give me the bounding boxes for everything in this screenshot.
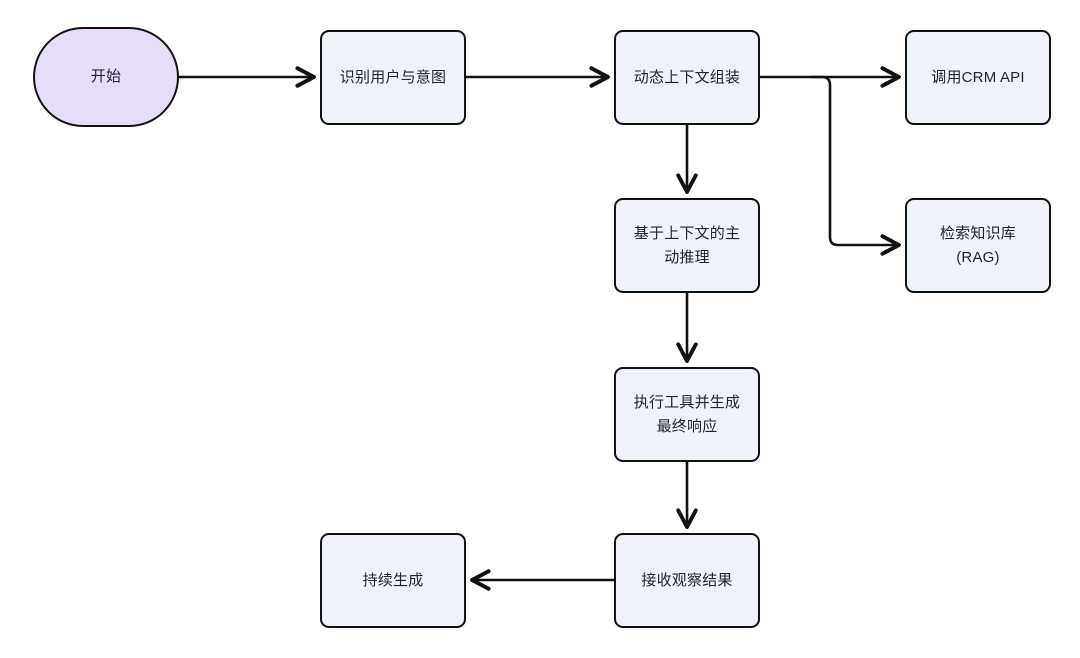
node-call-crm-api-label: 调用CRM API	[931, 68, 1025, 86]
node-start[interactable]: 开始	[33, 27, 179, 127]
node-context-based-reasoning-label: 基于上下文的主 动推理	[633, 225, 741, 266]
node-receive-observation-label: 接收观察结果	[641, 571, 733, 589]
node-context-based-reasoning[interactable]: 基于上下文的主 动推理	[614, 198, 760, 293]
node-retrieve-knowledge-base-rag[interactable]: 检索知识库 (RAG)	[905, 198, 1051, 293]
node-execute-tools-generate-response[interactable]: 执行工具并生成 最终响应	[614, 367, 760, 462]
node-retrieve-knowledge-base-rag-label: 检索知识库 (RAG)	[939, 225, 1016, 266]
node-receive-observation[interactable]: 接收观察结果	[614, 533, 760, 628]
node-identify-user-intent-label: 识别用户与意图	[339, 68, 447, 86]
node-continuous-generation-label: 持续生成	[362, 571, 424, 589]
node-continuous-generation[interactable]: 持续生成	[320, 533, 466, 628]
node-call-crm-api[interactable]: 调用CRM API	[905, 30, 1051, 125]
node-dynamic-context-assembly[interactable]: 动态上下文组装	[614, 30, 760, 125]
node-identify-user-intent[interactable]: 识别用户与意图	[320, 30, 466, 125]
node-start-label: 开始	[90, 68, 122, 86]
node-execute-tools-generate-response-label: 执行工具并生成 最终响应	[633, 394, 741, 435]
node-dynamic-context-assembly-label: 动态上下文组装	[633, 68, 741, 86]
edge-assemble-to-rag	[810, 75, 901, 256]
